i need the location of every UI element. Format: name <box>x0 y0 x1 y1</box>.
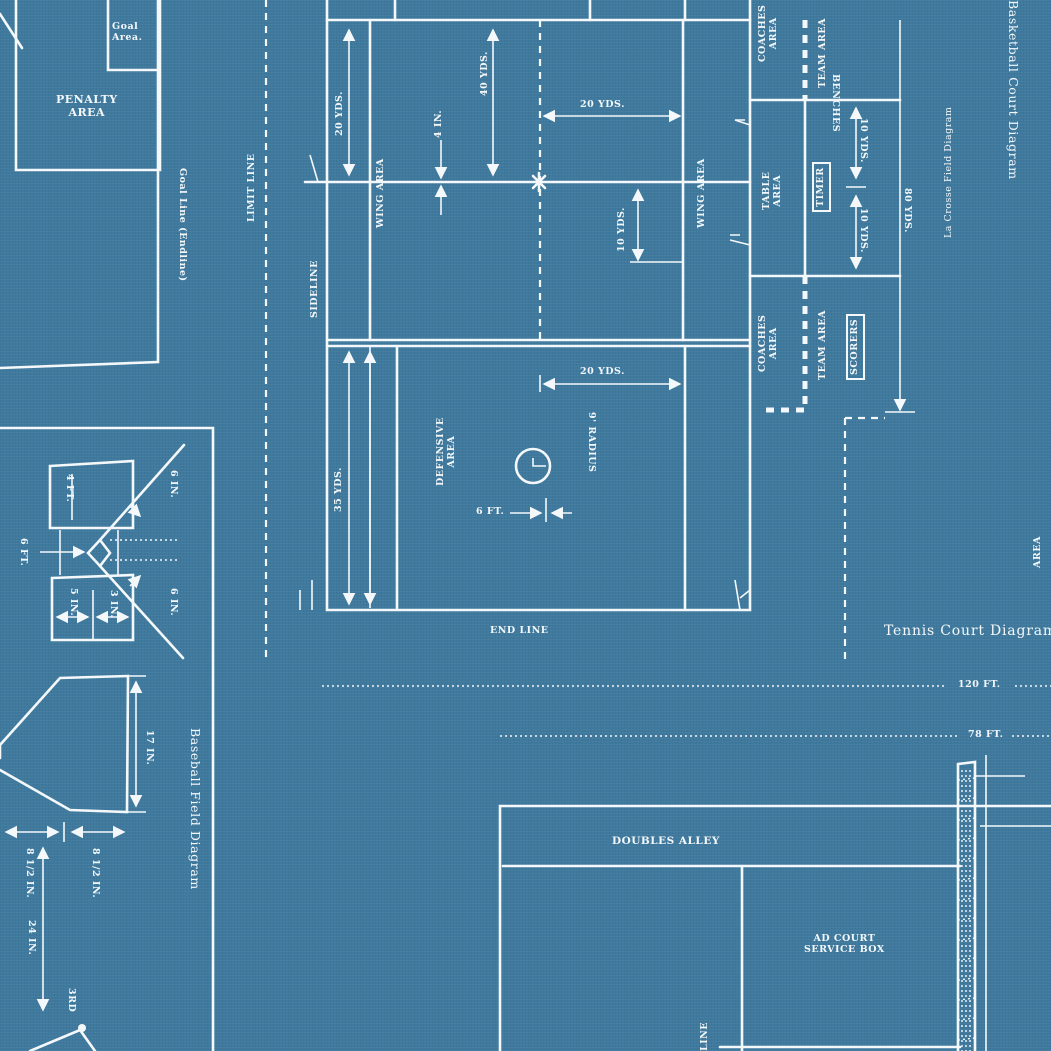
baseball-field <box>0 426 215 1051</box>
soccer-field-fragment <box>0 0 162 370</box>
ad-court-label: AD COURT SERVICE BOX <box>804 933 885 955</box>
yds-20-mid-label: 20 YDS. <box>580 99 625 110</box>
ft-120-label: 120 FT. <box>958 679 1001 690</box>
tennis-boundary <box>843 416 885 660</box>
end-line-label: END LINE <box>490 625 549 636</box>
yds-20-bottom-label: 20 YDS. <box>580 366 625 377</box>
crease-6ft-label: 6 FT. <box>476 506 505 517</box>
bench-area <box>729 20 915 413</box>
ft-78-label: 78 FT. <box>968 729 1004 740</box>
lacrosse-field <box>264 0 752 660</box>
doubles-alley-label: DOUBLES ALLEY <box>612 835 720 847</box>
tennis-title: Tennis Court Diagram <box>884 623 1051 639</box>
goal-area-label: Goal Area. <box>112 21 143 43</box>
penalty-area-label: PENALTY AREA <box>56 93 118 119</box>
tennis-court <box>322 685 1051 1051</box>
